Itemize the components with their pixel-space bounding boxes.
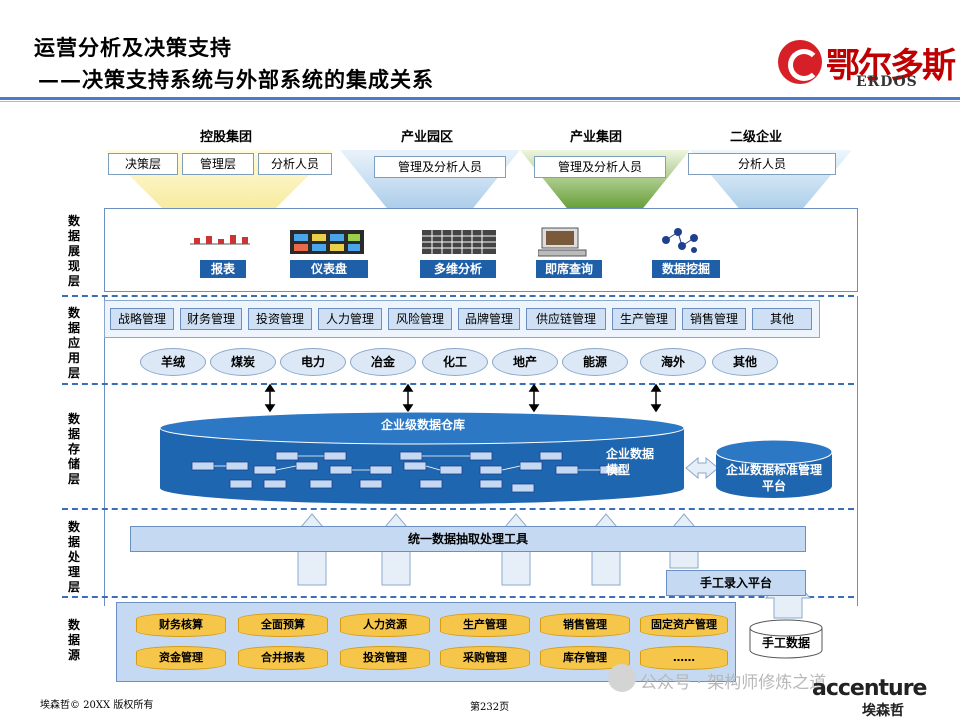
app-module: 风险管理 [388, 308, 452, 330]
app-module: 生产管理 [612, 308, 676, 330]
group-title-subsidiary: 二级企业 [729, 130, 782, 145]
source-system: 财务核算 [136, 613, 226, 637]
source-system: 投资管理 [340, 646, 430, 670]
data-mining-icon [662, 228, 698, 253]
source-system: 固定资产管理 [640, 613, 728, 637]
layer-label-processing: 数据处理层 [67, 520, 80, 594]
industry-item: 海外 [640, 348, 706, 376]
app-module: 供应链管理 [526, 308, 606, 330]
header-divider-thin [0, 101, 960, 102]
industry-item: 能源 [562, 348, 628, 376]
layer-label-source: 数据源 [67, 618, 80, 662]
manual-entry-platform: 手工录入平台 [666, 570, 806, 596]
layer-divider [62, 596, 854, 598]
source-system: 资金管理 [136, 646, 226, 670]
query-terminal-icon [538, 227, 587, 257]
main-frame [104, 296, 858, 606]
warehouse-label: 企业级数据仓库 [380, 418, 465, 432]
app-module: 品牌管理 [458, 308, 520, 330]
app-module: 财务管理 [180, 308, 242, 330]
erdos-logo-icon [778, 40, 822, 84]
cube-icon [422, 230, 496, 254]
data-model-label: 企业数据模型 [606, 447, 655, 477]
source-system: 人力资源 [340, 613, 430, 637]
source-system: 销售管理 [540, 613, 630, 637]
page-title: 运营分析及决策支持 [34, 35, 232, 60]
logo-chinese: 鄂尔多斯 [826, 46, 956, 86]
industry-item: 化工 [422, 348, 488, 376]
wechat-icon [608, 664, 636, 692]
layer-label-application: 数据应用层 [67, 306, 80, 380]
etl-tool-bar: 统一数据抽取处理工具 [130, 526, 806, 552]
pres-adhoc-query[interactable]: 即席查询 [536, 260, 602, 278]
source-system: 生产管理 [440, 613, 530, 637]
role-subsidiary-analyst: 分析人员 [688, 153, 836, 175]
pres-data-mining[interactable]: 数据挖掘 [652, 260, 720, 278]
source-system: 合并报表 [238, 646, 328, 670]
layer-divider [62, 508, 854, 510]
layer-divider [62, 295, 854, 297]
copyright: 埃森哲© 20XX 版权所有 [40, 700, 154, 711]
watermark: 公众号 · 架构师修炼之道 [640, 673, 827, 693]
accenture-logo: accenture [812, 676, 927, 701]
header-divider [0, 97, 960, 100]
app-module: 投资管理 [248, 308, 312, 330]
accenture-cn: 埃森哲 [862, 703, 904, 719]
industry-item: 电力 [280, 348, 346, 376]
manual-data-label: 手工数据 [761, 636, 810, 650]
standard-platform-label: 企业数据标准管理平台 [725, 463, 822, 493]
group-title-industry: 产业集团 [569, 130, 622, 145]
source-system: 全面预算 [238, 613, 328, 637]
app-module: 人力管理 [318, 308, 382, 330]
group-title-holding: 控股集团 [199, 130, 252, 145]
page-subtitle: ——决策支持系统与外部系统的集成关系 [38, 67, 434, 92]
app-module: 其他 [752, 308, 812, 330]
pres-dashboard[interactable]: 仪表盘 [290, 260, 368, 278]
industry-item: 地产 [492, 348, 558, 376]
app-module: 战略管理 [110, 308, 174, 330]
report-icon [190, 235, 250, 245]
industry-item: 冶金 [350, 348, 416, 376]
layer-divider [62, 383, 854, 385]
dashboard-icon [290, 230, 364, 254]
source-system: 采购管理 [440, 646, 530, 670]
layer-label-presentation: 数据展现层 [67, 214, 80, 288]
role-management: 管理层 [182, 153, 254, 175]
source-system: …… [640, 646, 728, 670]
role-park-staff: 管理及分析人员 [374, 156, 506, 178]
page-number: 第232页 [470, 702, 510, 713]
pres-report[interactable]: 报表 [200, 260, 246, 278]
role-industry-staff: 管理及分析人员 [534, 156, 666, 178]
pres-olap[interactable]: 多维分析 [420, 260, 496, 278]
app-module: 销售管理 [682, 308, 746, 330]
logo-english: ERDOS [856, 74, 918, 90]
industry-item: 煤炭 [210, 348, 276, 376]
role-decision: 决策层 [108, 153, 178, 175]
layer-label-storage: 数据存储层 [67, 412, 80, 486]
industry-item: 羊绒 [140, 348, 206, 376]
group-title-park: 产业园区 [400, 130, 453, 145]
role-analyst: 分析人员 [258, 153, 332, 175]
industry-item: 其他 [712, 348, 778, 376]
